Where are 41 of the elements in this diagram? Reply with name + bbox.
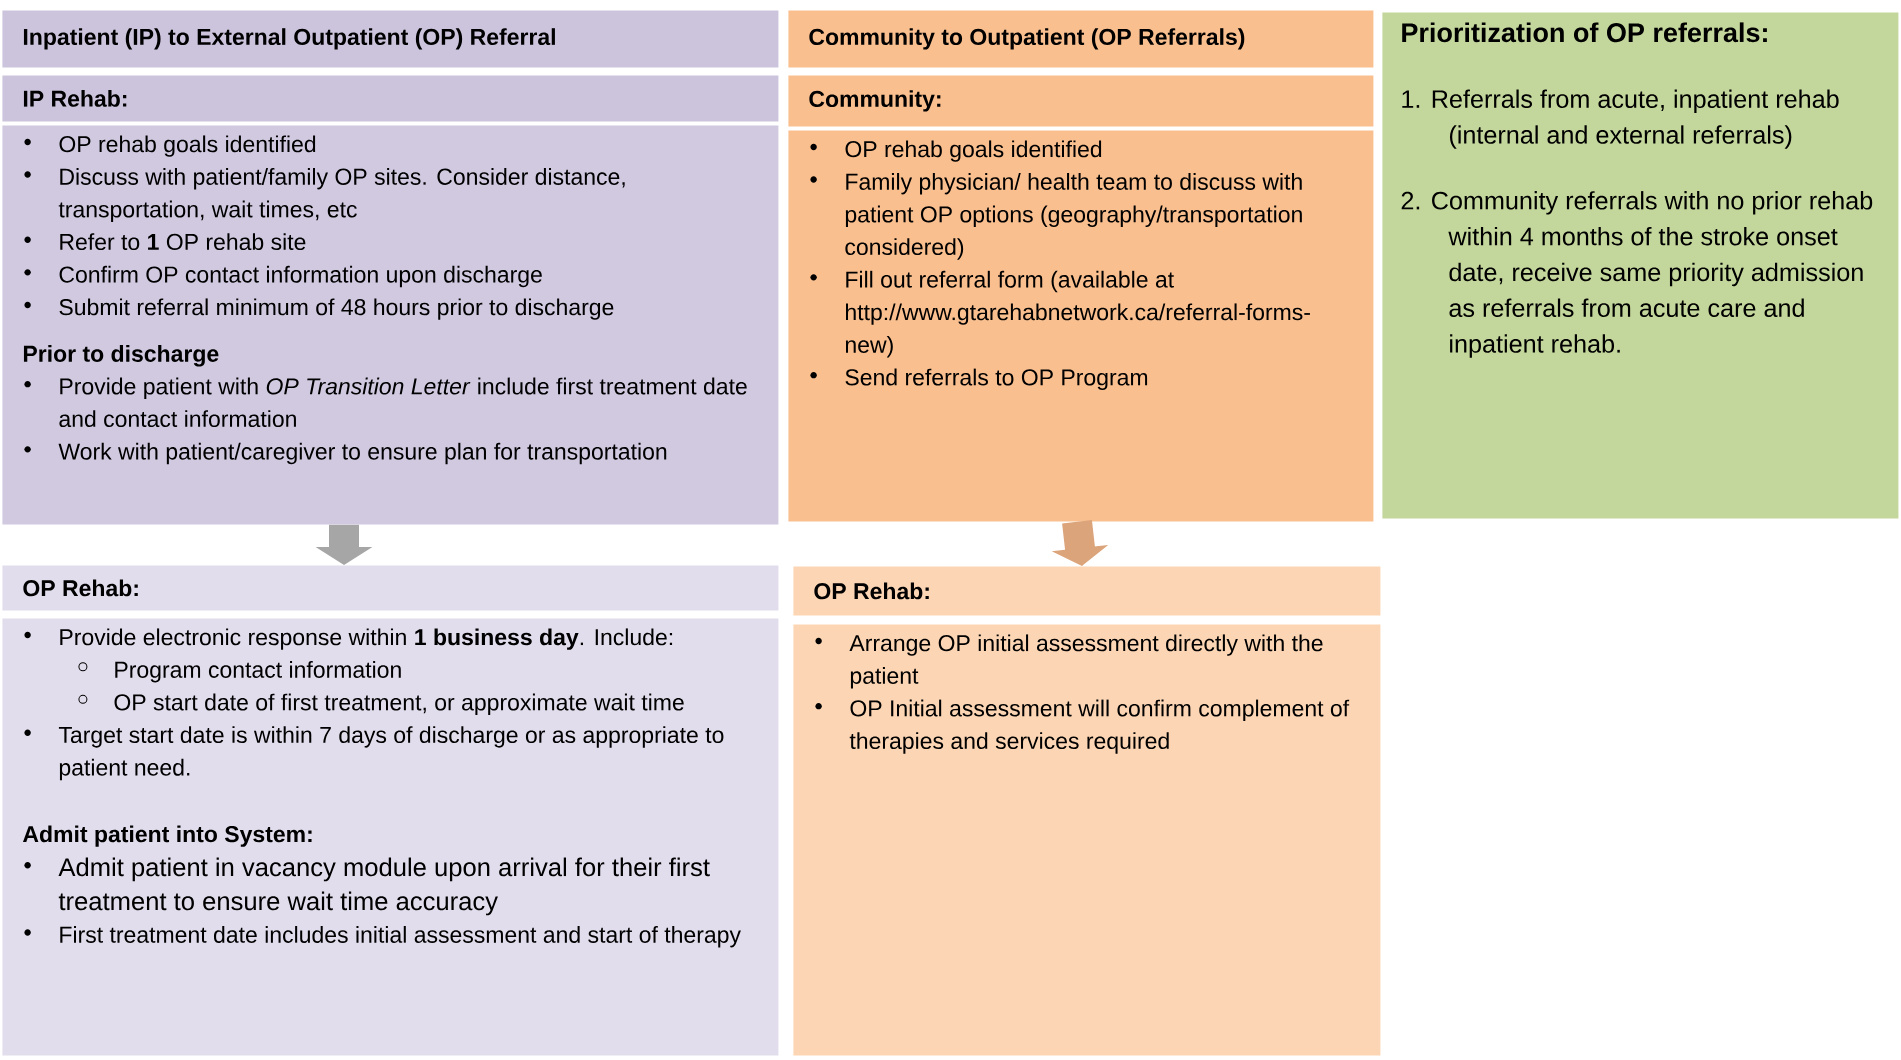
list-heading: Prioritization of OP referrals: (1402, 22, 1767, 43)
section-header (788, 75, 1374, 127)
section-header (793, 566, 1381, 616)
bullet-item: First treatment date includes initial assessment and start of therapy (24, 926, 741, 948)
bullet-item: OP Initial assessment will confirm complement of therapies and services required (815, 699, 1350, 754)
section-header (2, 75, 779, 122)
text-panel (1382, 12, 1899, 519)
heading-text: OP Rehab: (814, 582, 929, 600)
bullet-item: Provide patient with OP Transition Letter include first treatment date and contact information (24, 377, 747, 428)
section-header (788, 10, 1374, 68)
heading-text: Community: (809, 90, 941, 112)
text-panel (793, 624, 1381, 1056)
bullet-item: Fill out referral form (available at http://www.gtarehabnetwork.ca/referral-forms-new) (810, 270, 1310, 358)
section-header (2, 10, 779, 68)
heading-text: Community to Outpatient (OP Referrals) (809, 28, 1245, 50)
text-panel (788, 130, 1374, 522)
bullet-item: Discuss with patient/family OP sites. Consider distance, transportation, wait times, etc (24, 168, 625, 223)
list-heading: Prior to discharge (23, 345, 219, 367)
text-panel (2, 618, 779, 1056)
bullet-item: Admit patient in vacancy module upon arrival for their first treatment to ensure wait time accuracy (24, 857, 710, 916)
text-panel (2, 125, 779, 525)
heading-text: Inpatient (IP) to External Outpatient (OP) Referral (23, 28, 555, 50)
bullet-item: Confirm OP contact information upon discharge (24, 265, 542, 288)
heading-text: OP Rehab: (23, 579, 138, 597)
bullet-item: OP rehab goals identified (24, 135, 316, 157)
bullet-item: Refer to 1 OP rehab site (24, 233, 306, 251)
bullet-item: Program contact information (78, 661, 401, 683)
heading-text: IP Rehab: (23, 89, 127, 107)
bullet-item: OP rehab goals identified (810, 140, 1102, 162)
bullet-item: Send referrals to OP Program (810, 368, 1148, 391)
numbered-item: 2. Community referrals with no prior rehab within 4 months of the stroke onset date, receive same priority admission as referrals from acute care and inpatient rehab. (1401, 191, 1873, 358)
list-heading: Admit patient into System: (23, 825, 312, 847)
bullet-item: Arrange OP initial assessment directly with the patient (815, 634, 1323, 689)
bullet-item: OP start date of first treatment, or approximate wait time (78, 693, 684, 716)
bullet-item: Family physician/ health team to discuss with patient OP options (geography/transportation considered) (810, 173, 1302, 260)
section-header (2, 565, 779, 611)
bullet-item: Work with patient/caregiver to ensure plan for transportation (24, 442, 667, 465)
bullet-item: Target start date is within 7 days of discharge or as appropriate to patient need. (24, 726, 724, 781)
bullet-item: Provide electronic response within 1 business day. Include: (24, 628, 673, 650)
numbered-item: 1. Referrals from acute, inpatient rehab (internal and external referrals) (1402, 89, 1839, 149)
bullet-item: Submit referral minimum of 48 hours prior to discharge (24, 298, 614, 320)
